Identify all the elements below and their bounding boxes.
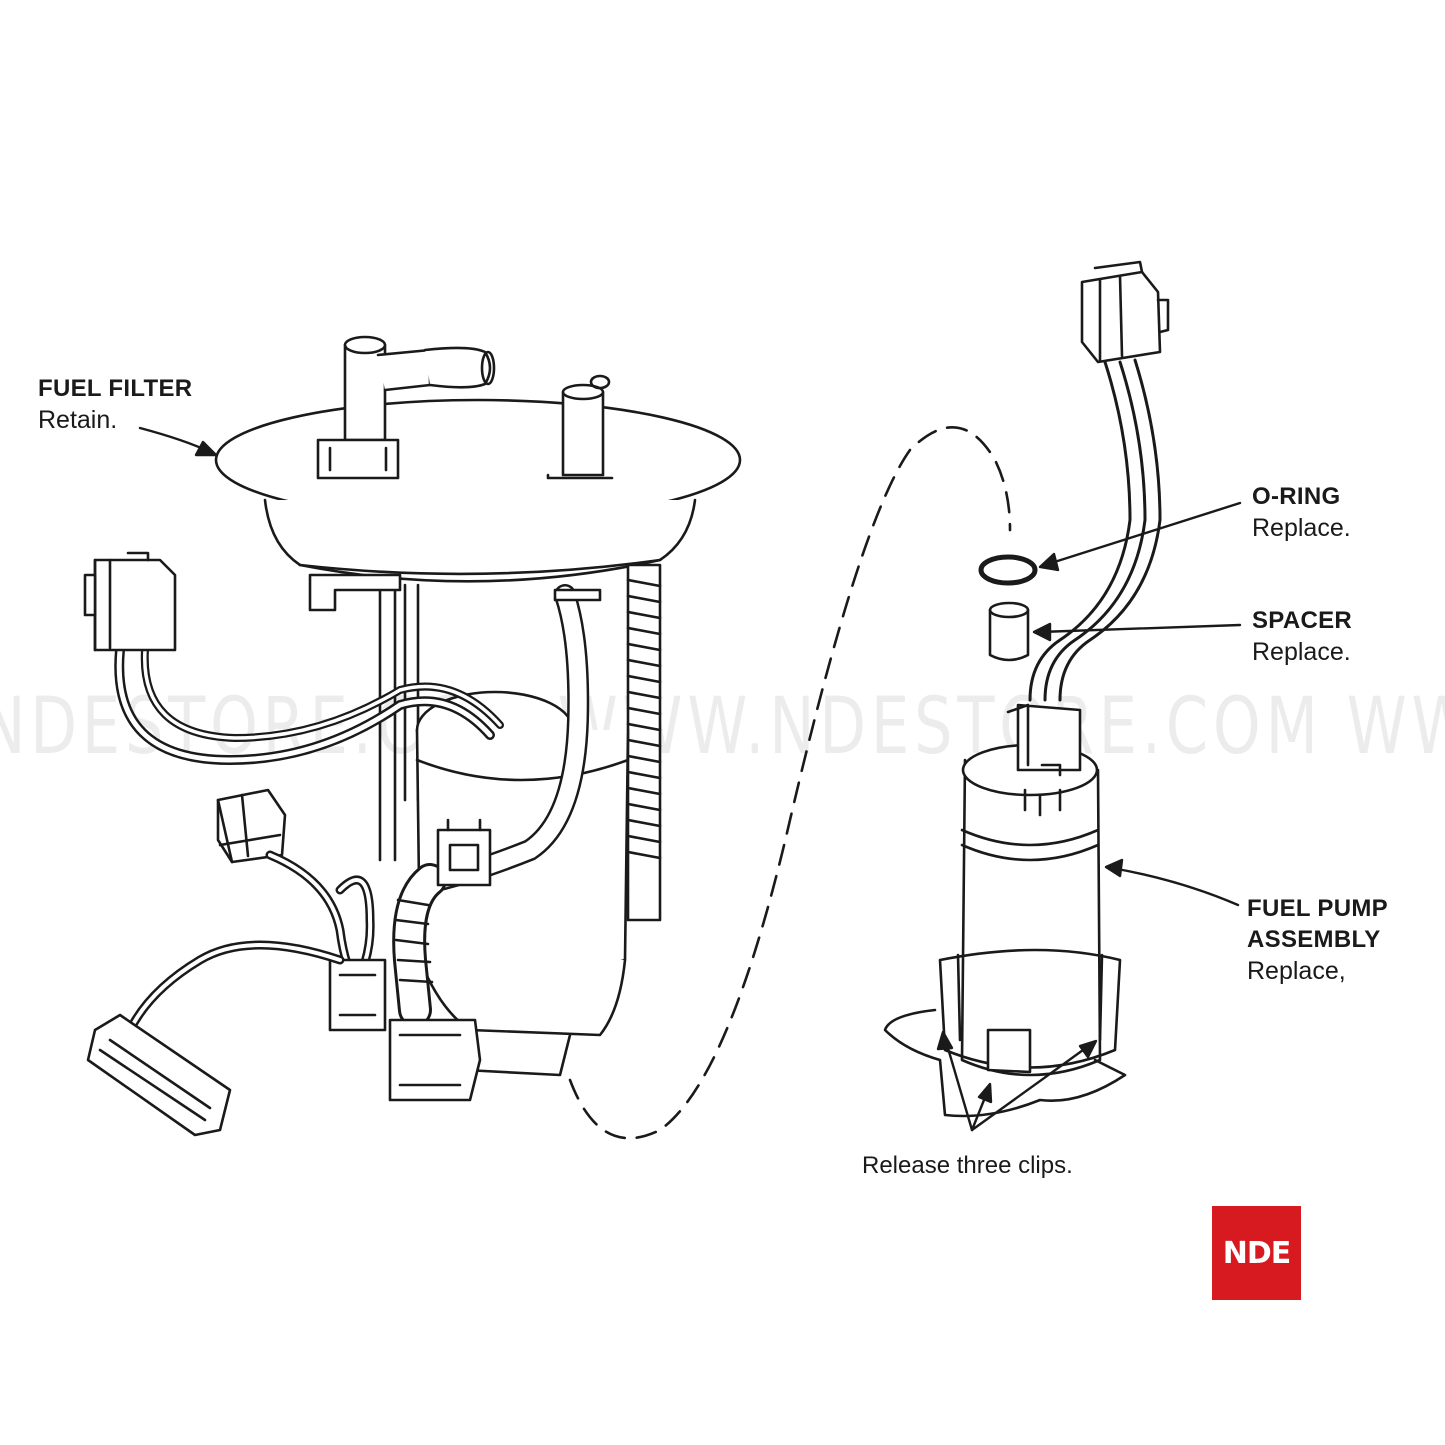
callout-o-ring-action: Replace. [1252,514,1351,543]
callout-fuel-pump-name-line1: FUEL PUMP [1247,895,1388,922]
o-ring-part [978,554,1038,586]
callout-o-ring: O-RING Replace. [1252,481,1351,545]
callout-spacer-action: Replace. [1252,638,1351,667]
spacer-part [988,601,1030,662]
callout-fuel-filter: FUEL FILTER Retain. [38,373,192,437]
pump-harness-connector [1080,260,1170,364]
callout-spacer: SPACER Replace. [1252,605,1352,669]
leader-arrows [138,426,1242,1132]
callout-fuel-filter-name: FUEL FILTER [38,375,193,402]
harness-connector-middle [216,788,287,864]
nde-logo: NDE [1212,1206,1301,1300]
harness-plug-lower [86,1013,232,1137]
release-clips-label: Release three clips. [862,1152,1073,1179]
harness-connector-upper [83,551,177,652]
callout-o-ring-name: O-RING [1252,483,1341,510]
callout-fuel-pump-action: Replace, [1247,957,1346,986]
fuel-pump-assembly [883,260,1170,1118]
spring-rod [626,563,662,922]
fuel-outlet-elbow [316,335,496,480]
removal-path [568,426,1012,1140]
callout-fuel-pump: FUEL PUMP ASSEMBLY Replace, [1247,893,1388,988]
return-pipe [546,374,614,480]
callout-fuel-filter-action: Retain. [38,406,118,435]
callout-spacer-name: SPACER [1252,607,1353,634]
callout-fuel-pump-name-line2: ASSEMBLY [1247,926,1381,954]
flange-skirt [263,498,697,583]
fuel-filter-module [83,335,742,1137]
bottom-connector [388,1018,482,1102]
